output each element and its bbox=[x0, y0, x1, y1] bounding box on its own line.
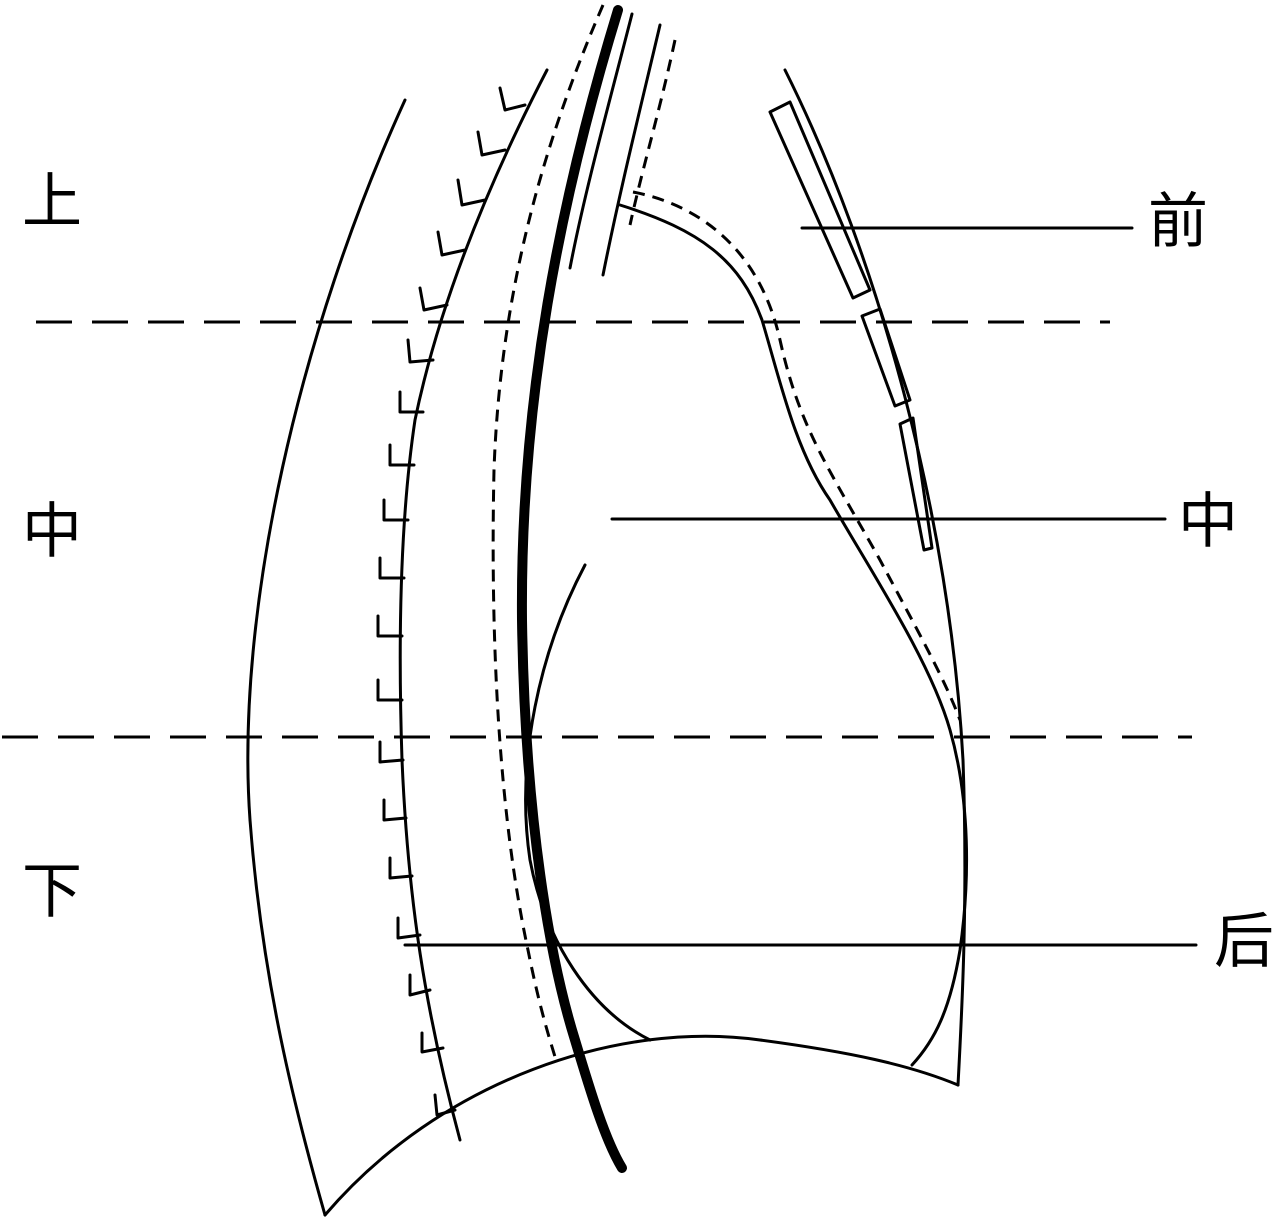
vertebra-tooth bbox=[388, 856, 414, 880]
anterior-chest-wall-curve bbox=[783, 68, 967, 1087]
vertebra-tooth bbox=[376, 678, 404, 702]
vertebra-tooth bbox=[396, 916, 422, 940]
vertebra-tooth bbox=[382, 798, 408, 822]
vertebra-tooth bbox=[408, 973, 432, 997]
diaphragm-arch bbox=[323, 1034, 960, 1217]
vertebra-tooth bbox=[406, 338, 435, 364]
vertebra-tooth bbox=[433, 1093, 457, 1117]
vertebra-tooth bbox=[378, 740, 405, 764]
heart-outline bbox=[618, 203, 969, 1067]
vertebra-tooth bbox=[498, 86, 527, 112]
label-middle-region: 中 bbox=[22, 497, 82, 567]
esophagus-thick-line bbox=[516, 5, 627, 1173]
vertebra-tooth bbox=[378, 556, 406, 580]
pericardium-dashed-outline bbox=[632, 190, 962, 721]
label-lower-region: 下 bbox=[22, 857, 82, 927]
label-middle-compartment: 中 bbox=[1178, 487, 1238, 557]
outer-chest-wall-curve bbox=[246, 98, 407, 1217]
vertebra-tooth bbox=[376, 614, 404, 638]
vertebra-tooth bbox=[436, 230, 467, 257]
vertebra-tooth bbox=[420, 1031, 445, 1054]
vertebra-tooth bbox=[456, 178, 487, 207]
label-upper-region: 上 bbox=[22, 167, 82, 237]
vertebra-tooth bbox=[476, 130, 507, 157]
vertebra-tooth bbox=[388, 443, 416, 467]
trachea-line-anterior bbox=[601, 23, 662, 277]
paravertebral-dashed-line bbox=[491, 4, 605, 1061]
sternum-segment-middle bbox=[860, 307, 912, 408]
sternum-segment-upper bbox=[768, 100, 872, 300]
vertebra-tooth bbox=[418, 286, 449, 312]
sternum-segment-lower bbox=[898, 416, 934, 552]
vertebra-tooth bbox=[382, 498, 410, 522]
trachea-line-posterior bbox=[568, 12, 634, 270]
heart-posterior-curve bbox=[524, 563, 652, 1042]
vertebral-column bbox=[398, 68, 549, 1142]
label-posterior-compartment: 后 bbox=[1214, 907, 1274, 977]
vertebral-teeth bbox=[376, 86, 527, 1117]
trachea-dashed-line bbox=[628, 39, 677, 226]
label-anterior-compartment: 前 bbox=[1148, 187, 1208, 257]
vertebra-tooth bbox=[398, 390, 425, 414]
